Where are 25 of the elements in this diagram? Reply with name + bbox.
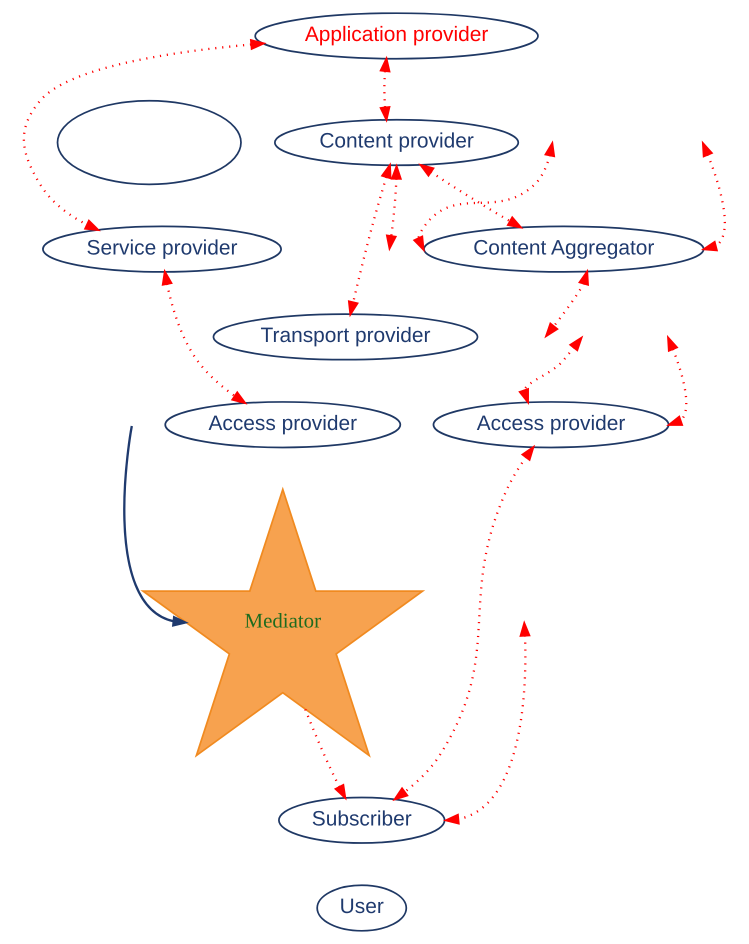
arrow <box>443 620 531 825</box>
arrow <box>666 334 688 426</box>
arrow <box>544 268 589 338</box>
node-ellipse: User <box>316 884 408 932</box>
arrow <box>418 163 524 229</box>
arrow <box>123 426 189 627</box>
node-ellipse: Transport provider <box>212 313 478 361</box>
node-ellipse: Access provider <box>432 401 670 448</box>
arrow <box>379 56 391 123</box>
node-ellipse: Application provider <box>254 12 539 60</box>
node-ellipse <box>56 100 242 186</box>
arrow <box>162 268 248 405</box>
arrow <box>304 708 347 801</box>
arrow <box>518 335 584 406</box>
node-ellipse: Access provider <box>164 401 402 448</box>
arrow <box>348 162 392 318</box>
arrow <box>392 444 536 802</box>
node-ellipse: Content provider <box>274 118 520 166</box>
arrow <box>386 163 402 252</box>
node-ellipse: Subscriber <box>278 796 446 844</box>
arrow <box>412 140 556 252</box>
arrow <box>22 38 267 232</box>
node-ellipse: Content Aggregator <box>423 226 704 273</box>
node-ellipse: Service provider <box>42 226 282 273</box>
arrow <box>700 140 726 252</box>
